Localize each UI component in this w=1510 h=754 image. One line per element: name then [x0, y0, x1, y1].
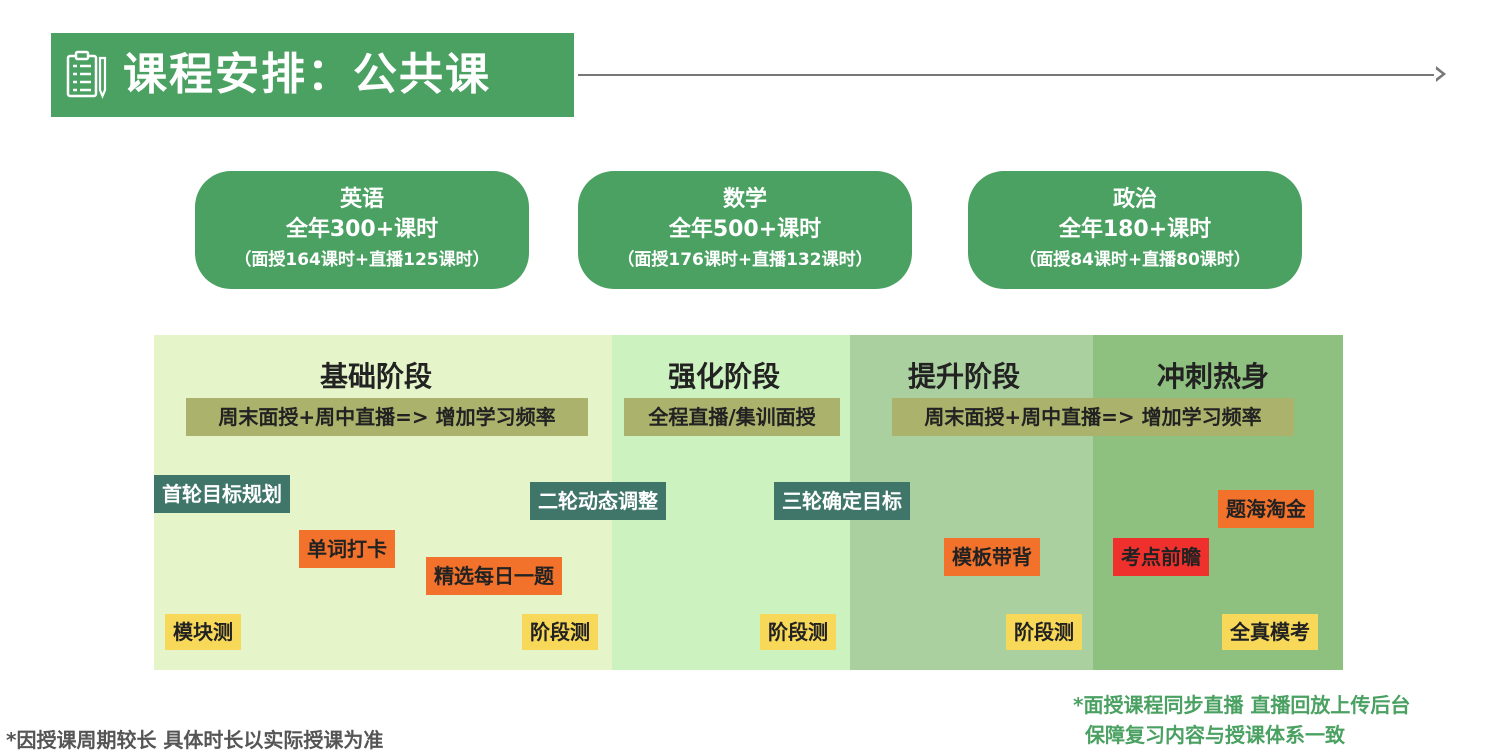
activity-key-points: 考点前瞻: [1113, 538, 1209, 576]
footnote-duration: *因授课周期较长 具体时长以实际授课为准: [6, 728, 384, 752]
milestone-first-round: 首轮目标规划: [154, 475, 290, 513]
phase-title-advanced: 提升阶段: [908, 360, 1021, 393]
footnote-live-replay: *面授课程同步直播 直播回放上传后台 保障复习内容与授课体系一致: [1073, 690, 1410, 750]
subject-hours-detail: （面授164课时+直播125课时）: [234, 250, 490, 270]
clipboard-checklist-icon: [66, 50, 107, 99]
test-module: 模块测: [165, 614, 241, 650]
activity-question-gold: 题海淘金: [1218, 490, 1314, 528]
subject-card-politics: 政治 全年180+课时 （面授84课时+直播80课时）: [968, 171, 1302, 289]
subject-hours-detail: （面授84课时+直播80课时）: [1019, 250, 1251, 270]
milestone-third-round: 三轮确定目标: [774, 482, 910, 520]
phase-title-sprint: 冲刺热身: [1157, 360, 1270, 393]
teaching-mode-banner: 周末面授+周中直播=> 增加学习频率: [186, 398, 588, 436]
footnote-line: 保障复习内容与授课体系一致: [1085, 723, 1345, 747]
phase-title-foundation: 基础阶段: [320, 360, 433, 393]
subject-hours: 全年180+课时: [1058, 217, 1212, 242]
title-divider-line: [578, 74, 1440, 76]
subject-card-english: 英语 全年300+课时 （面授164课时+直播125课时）: [195, 171, 529, 289]
test-stage-1: 阶段测: [522, 614, 598, 650]
teaching-mode-banner: 周末面授+周中直播=> 增加学习频率: [892, 398, 1294, 436]
activity-template-recite: 模板带背: [944, 538, 1040, 576]
subject-card-math: 数学 全年500+课时 （面授176课时+直播132课时）: [578, 171, 912, 289]
milestone-second-round: 二轮动态调整: [530, 482, 666, 520]
arrow-right-icon-inner: [1434, 68, 1442, 80]
activity-word-checkin: 单词打卡: [299, 530, 395, 568]
phase-title-intensive: 强化阶段: [668, 360, 781, 393]
subject-hours: 全年500+课时: [668, 217, 822, 242]
subject-name: 英语: [339, 187, 384, 212]
test-full-mock: 全真模考: [1222, 614, 1318, 650]
subject-hours-detail: （面授176课时+直播132课时）: [617, 250, 873, 270]
teaching-mode-banner: 全程直播/集训面授: [624, 398, 840, 436]
subject-name: 政治: [1112, 187, 1157, 212]
activity-daily-question: 精选每日一题: [426, 557, 562, 595]
test-stage-3: 阶段测: [1006, 614, 1082, 650]
subject-name: 数学: [722, 187, 767, 212]
section-title-banner: 课程安排：公共课: [51, 33, 574, 117]
test-stage-2: 阶段测: [760, 614, 836, 650]
subject-hours: 全年300+课时: [285, 217, 439, 242]
page-title: 课程安排：公共课: [123, 49, 491, 100]
footnote-line: *面授课程同步直播 直播回放上传后台: [1073, 693, 1411, 717]
